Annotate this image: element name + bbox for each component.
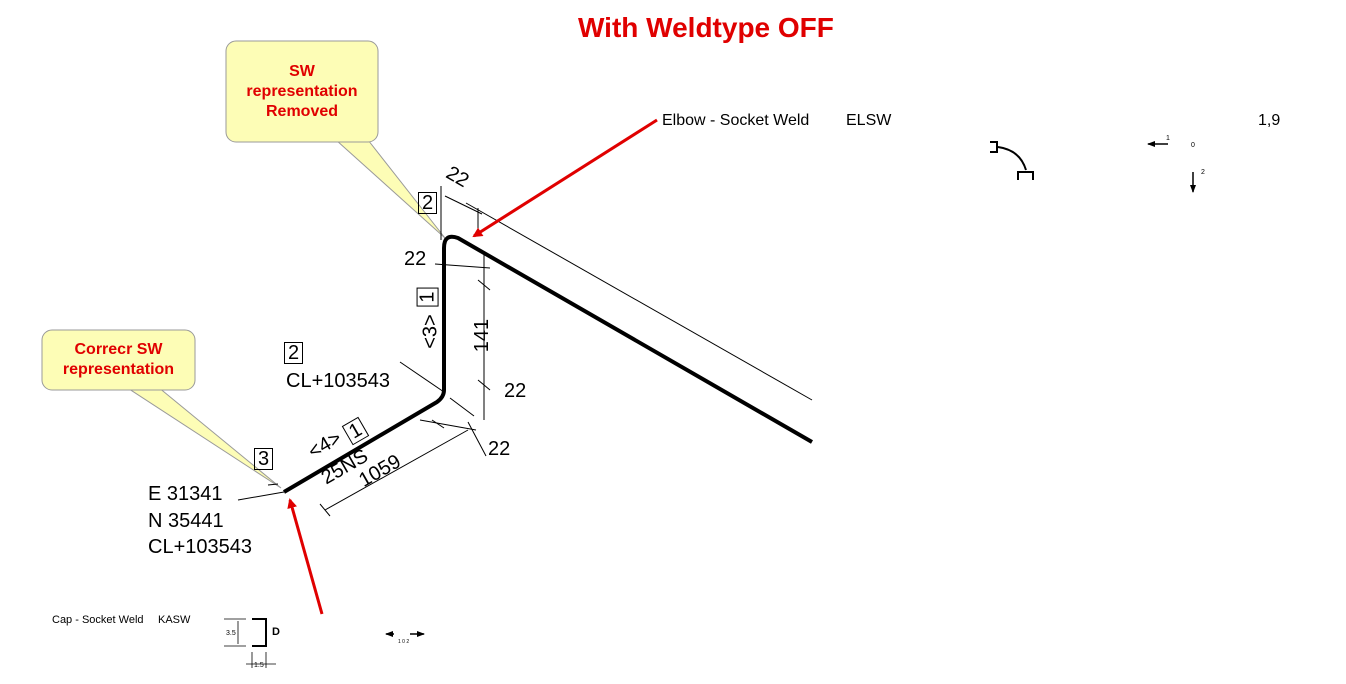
segment-label-3: <3>: [419, 314, 442, 349]
callout-left-line-1: Correcr SW: [74, 341, 163, 358]
coord-north: N 35441: [148, 510, 224, 532]
orientation-label-0: 0: [1191, 142, 1195, 149]
callout-box-left: [41, 329, 196, 391]
callout-top-line-3: Removed: [265, 103, 339, 120]
dim-22-bottom: 22: [488, 438, 511, 460]
elbow-symbol-icon: [990, 141, 1034, 180]
orientation-label-1: 1: [1166, 135, 1170, 142]
elbow-code: ELSW: [846, 112, 892, 129]
callout-left-line-2: representation: [62, 361, 175, 378]
cap-description: Cap - Socket Weld: [52, 614, 144, 626]
cl-mid-label: CL+103543: [286, 370, 390, 392]
callout-box-top: [225, 40, 379, 143]
cap-symbol-icon: [224, 618, 276, 668]
elbow-ref: 1,9: [1258, 112, 1281, 129]
coord-east: E 31341: [148, 483, 223, 505]
callout-left-text: Correcr SW representation: [42, 340, 195, 380]
dim-141: 141: [471, 318, 494, 353]
callout-top-line-2: representation: [246, 83, 358, 100]
dim-22-right: 22: [504, 380, 527, 402]
orientation-label-2: 2: [1201, 169, 1205, 176]
cap-dim-height: 3.5: [226, 630, 236, 637]
pipe-run: [282, 234, 813, 494]
page-title: With Weldtype OFF: [578, 12, 834, 43]
tag-1-upper: 1: [416, 287, 439, 307]
cap-code: KASW: [158, 614, 191, 626]
red-arrow-elbow: [472, 118, 658, 238]
dimension-lines: [237, 186, 491, 517]
callout-top-text: SW representation Removed: [226, 62, 378, 122]
cap-scale-label: 1 0 2: [398, 639, 410, 645]
elbow-description: Elbow - Socket Weld: [662, 112, 810, 129]
red-arrow-cap: [287, 498, 324, 615]
tag-2-top: 2: [418, 192, 438, 214]
callout-tail-left: [124, 386, 282, 489]
tag-2-mid: 2: [284, 342, 304, 364]
cap-dim-letter: D: [272, 626, 280, 638]
callout-top-line-1: SW: [289, 63, 315, 80]
callout-tail-top: [334, 139, 446, 239]
cap-dim-width: 1.5: [254, 662, 264, 669]
tag-3: 3: [254, 448, 274, 470]
dim-22-left: 22: [404, 248, 427, 270]
coord-cl: CL+103543: [148, 536, 252, 558]
pipe-continuation-line: [465, 202, 813, 401]
